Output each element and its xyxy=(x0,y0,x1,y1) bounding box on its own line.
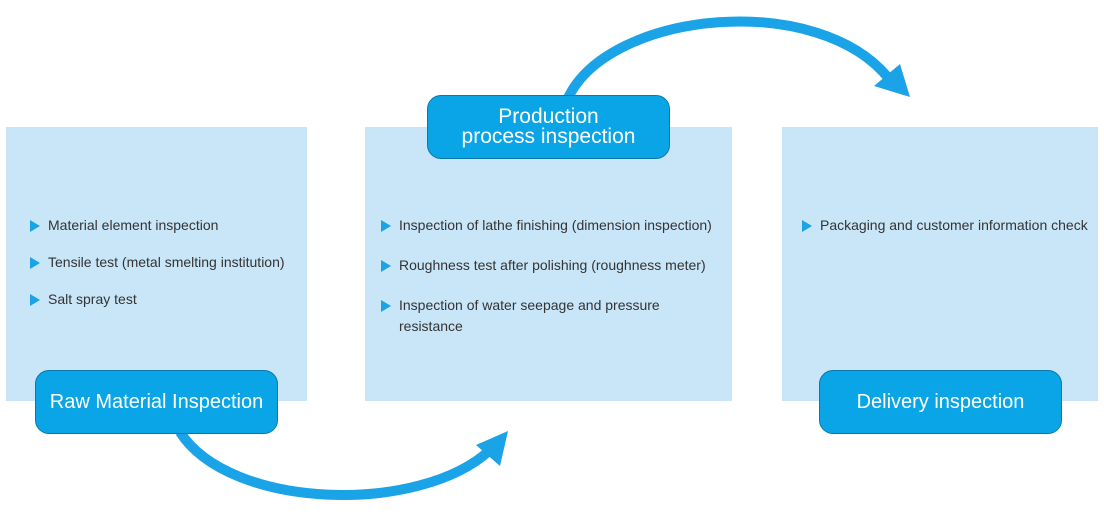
delivery-panel xyxy=(782,127,1098,401)
production-process-inspection-label: Production process inspection xyxy=(427,95,670,159)
list-item: Packaging and customer information check xyxy=(802,215,1098,236)
flow-arrowhead-raw-to-production xyxy=(476,431,508,466)
raw-material-inspection-label: Raw Material Inspection xyxy=(35,370,278,434)
bullet-triangle-icon xyxy=(381,220,391,232)
delivery-inspection-label: Delivery inspection xyxy=(819,370,1062,434)
bullet-triangle-icon xyxy=(802,220,812,232)
flow-arrow-production-to-delivery xyxy=(563,16,894,101)
list-item: Material element inspection xyxy=(30,215,300,236)
bullet-triangle-icon xyxy=(381,300,391,312)
delivery-checklist: Packaging and customer information check xyxy=(802,215,1098,236)
list-item: Inspection of lathe finishing (dimension… xyxy=(381,215,726,236)
list-item: Salt spray test xyxy=(30,289,300,310)
bullet-triangle-icon xyxy=(381,260,391,272)
bullet-triangle-icon xyxy=(30,294,40,306)
bullet-triangle-icon xyxy=(30,220,40,232)
list-item: Roughness test after polishing (roughnes… xyxy=(381,255,726,276)
production-process-checklist: Inspection of lathe finishing (dimension… xyxy=(381,215,726,356)
list-item: Tensile test (metal smelting institution… xyxy=(30,252,300,273)
flow-arrow-raw-to-production xyxy=(175,429,494,500)
raw-material-panel xyxy=(6,127,307,401)
production-process-panel xyxy=(365,127,732,401)
raw-material-checklist: Material element inspection Tensile test… xyxy=(30,215,300,326)
list-item: Inspection of water seepage and pressure… xyxy=(381,295,699,337)
bullet-triangle-icon xyxy=(30,257,40,269)
flow-arrowhead-production-to-delivery xyxy=(874,64,910,97)
